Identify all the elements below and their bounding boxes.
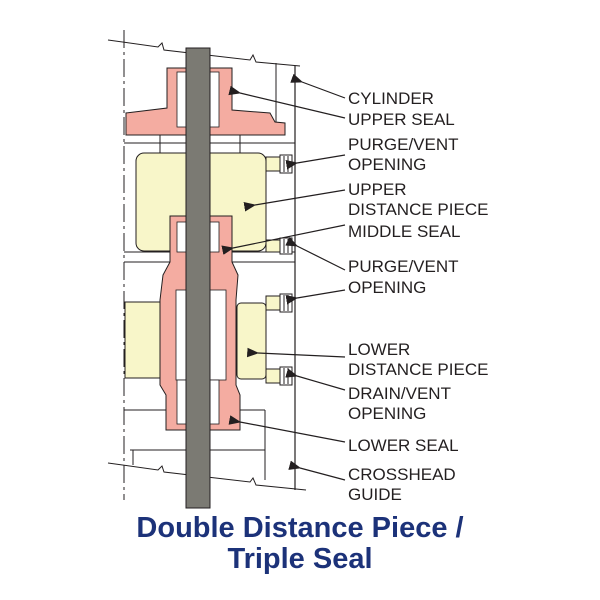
- label-upper-seal: UPPER SEAL: [348, 110, 455, 129]
- purge-vent-ports: [279, 154, 293, 386]
- label-purge-vent-2-opening: OPENING: [348, 278, 426, 297]
- label-purge-vent-1-opening: OPENING: [348, 155, 426, 174]
- label-lower-seal: LOWER SEAL: [348, 436, 459, 455]
- label-upper-dp: UPPER: [348, 180, 407, 199]
- label-drain-vent-opening: OPENING: [348, 404, 426, 423]
- lower-distance-piece-right: [236, 302, 267, 380]
- label-purge-vent-1: PURGE/VENT: [348, 135, 459, 154]
- label-lower-dp-2: DISTANCE PIECE: [348, 360, 488, 379]
- label-middle-seal: MIDDLE SEAL: [348, 222, 460, 241]
- callout-labels: CYLINDER UPPER SEAL PURGE/VENT OPENING U…: [348, 89, 488, 504]
- label-crosshead-guide: GUIDE: [348, 485, 402, 504]
- piston-rod: [185, 47, 211, 509]
- label-cylinder: CYLINDER: [348, 89, 434, 108]
- lower-distance-piece-left: [124, 301, 162, 379]
- label-purge-vent-2: PURGE/VENT: [348, 257, 459, 276]
- title-line-2: Triple Seal: [227, 543, 372, 575]
- leader-lines: [221, 73, 346, 481]
- label-crosshead: CROSSHEAD: [348, 465, 456, 484]
- packing-rings: [176, 71, 220, 425]
- title-line-1: Double Distance Piece /: [136, 512, 463, 544]
- label-upper-dp-2: DISTANCE PIECE: [348, 200, 488, 219]
- label-lower-dp: LOWER: [348, 340, 410, 359]
- label-drain-vent: DRAIN/VENT: [348, 384, 451, 403]
